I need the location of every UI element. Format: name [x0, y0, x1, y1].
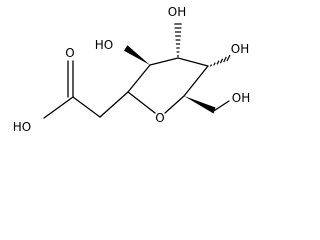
hydroxyl-bonds — [124, 23, 231, 114]
bond-c2-c3 — [127, 64, 151, 93]
bond-o-c2 — [127, 91, 156, 114]
structure-diagram: HO OH OH OH O O HO — [13, 5, 250, 134]
hash-bond-c4-oh — [174, 23, 182, 57]
acid-side-chain — [43, 60, 129, 119]
bond-c5-c6 — [183, 65, 209, 97]
wedge-bond-c3-oh — [124, 45, 150, 65]
bond-ch2-oh — [213, 100, 230, 112]
label-oh-ch2: OH — [232, 91, 250, 105]
bond-c6-o — [164, 95, 185, 114]
label-oh-c4: OH — [168, 5, 186, 19]
bond-c4-c5 — [177, 57, 209, 67]
label-oh-c3: HO — [95, 38, 113, 52]
label-oh-c5: OH — [231, 42, 249, 56]
bond-c-oh — [43, 96, 74, 119]
wedge-bond-c6-ch2 — [184, 96, 216, 114]
pyranose-ring — [127, 57, 209, 114]
bond-ch2-cooh — [72, 96, 101, 118]
bond-c2-ch2 — [99, 91, 129, 118]
label-acid-oh: HO — [13, 120, 31, 134]
bond-c3-c4 — [149, 57, 179, 66]
hash-bond-c5-oh — [209, 54, 231, 67]
label-ring-o: O — [155, 111, 164, 125]
label-acid-o: O — [65, 46, 74, 60]
